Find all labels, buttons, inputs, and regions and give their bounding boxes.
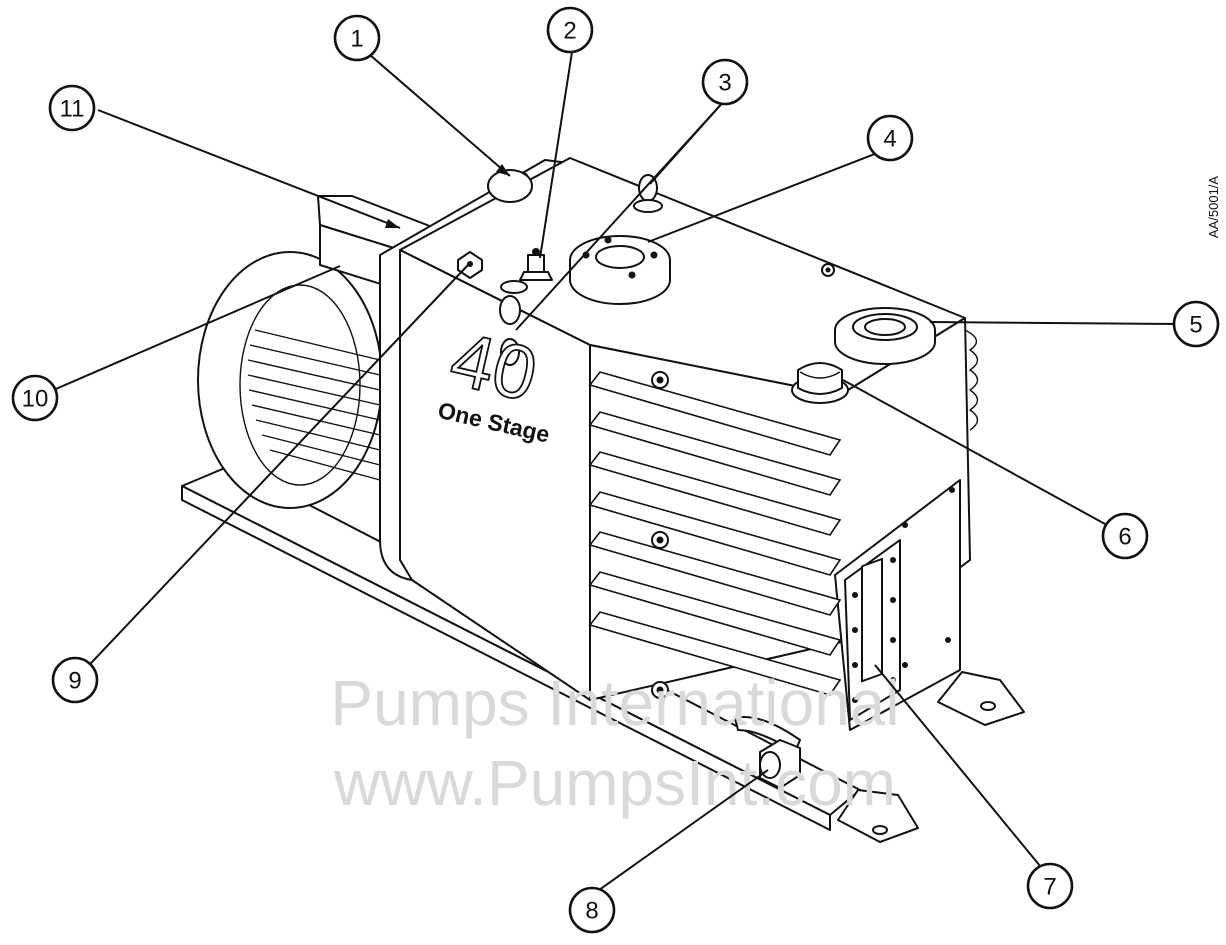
callout-1-number: 1 [350,26,363,53]
callout-8-number: 8 [585,898,598,925]
callout-9-number: 9 [68,668,81,695]
callout-2-number: 2 [563,18,576,45]
callout-5: 5 [1172,300,1220,348]
callout-7: 7 [1026,862,1074,910]
body-bolts [651,263,955,703]
callout-1: 1 [333,14,381,62]
mounting-foot-front [837,789,919,843]
leader-lines [34,51,1181,896]
callout-3: 3 [701,58,749,106]
cooling-fins [588,329,979,696]
callout-2: 2 [546,6,594,54]
drawing-reference: AA/5001/A [1206,176,1221,238]
callout-10-number: 10 [22,386,49,413]
gas-ballast-valve [519,248,553,281]
callout-6-number: 6 [1118,524,1131,551]
oil-sight-glass [861,557,883,683]
callout-8: 8 [568,886,616,934]
motor [197,195,441,509]
drain-fitting [734,716,801,789]
callout-5-number: 5 [1189,312,1202,339]
inlet-flange [569,235,671,305]
small-fittings [457,169,533,279]
callout-10: 10 [11,374,59,422]
callout-4: 4 [866,114,914,162]
watermark-line-2: www.PumpsInt.com [333,747,896,819]
callout-7-number: 7 [1043,874,1056,901]
callout-9: 9 [51,656,99,704]
model-number: 40 [443,316,545,418]
callout-4-number: 4 [883,126,896,153]
watermark-line-1: Pumps International [330,667,899,739]
callout-6: 6 [1101,512,1149,560]
mounting-foot-rear [937,671,1025,726]
callout-11-number: 11 [60,96,85,123]
callout-11: 11 [48,84,96,132]
callout-3-number: 3 [718,70,731,97]
exhaust-port [834,307,936,365]
oil-filler-plug [791,362,849,404]
